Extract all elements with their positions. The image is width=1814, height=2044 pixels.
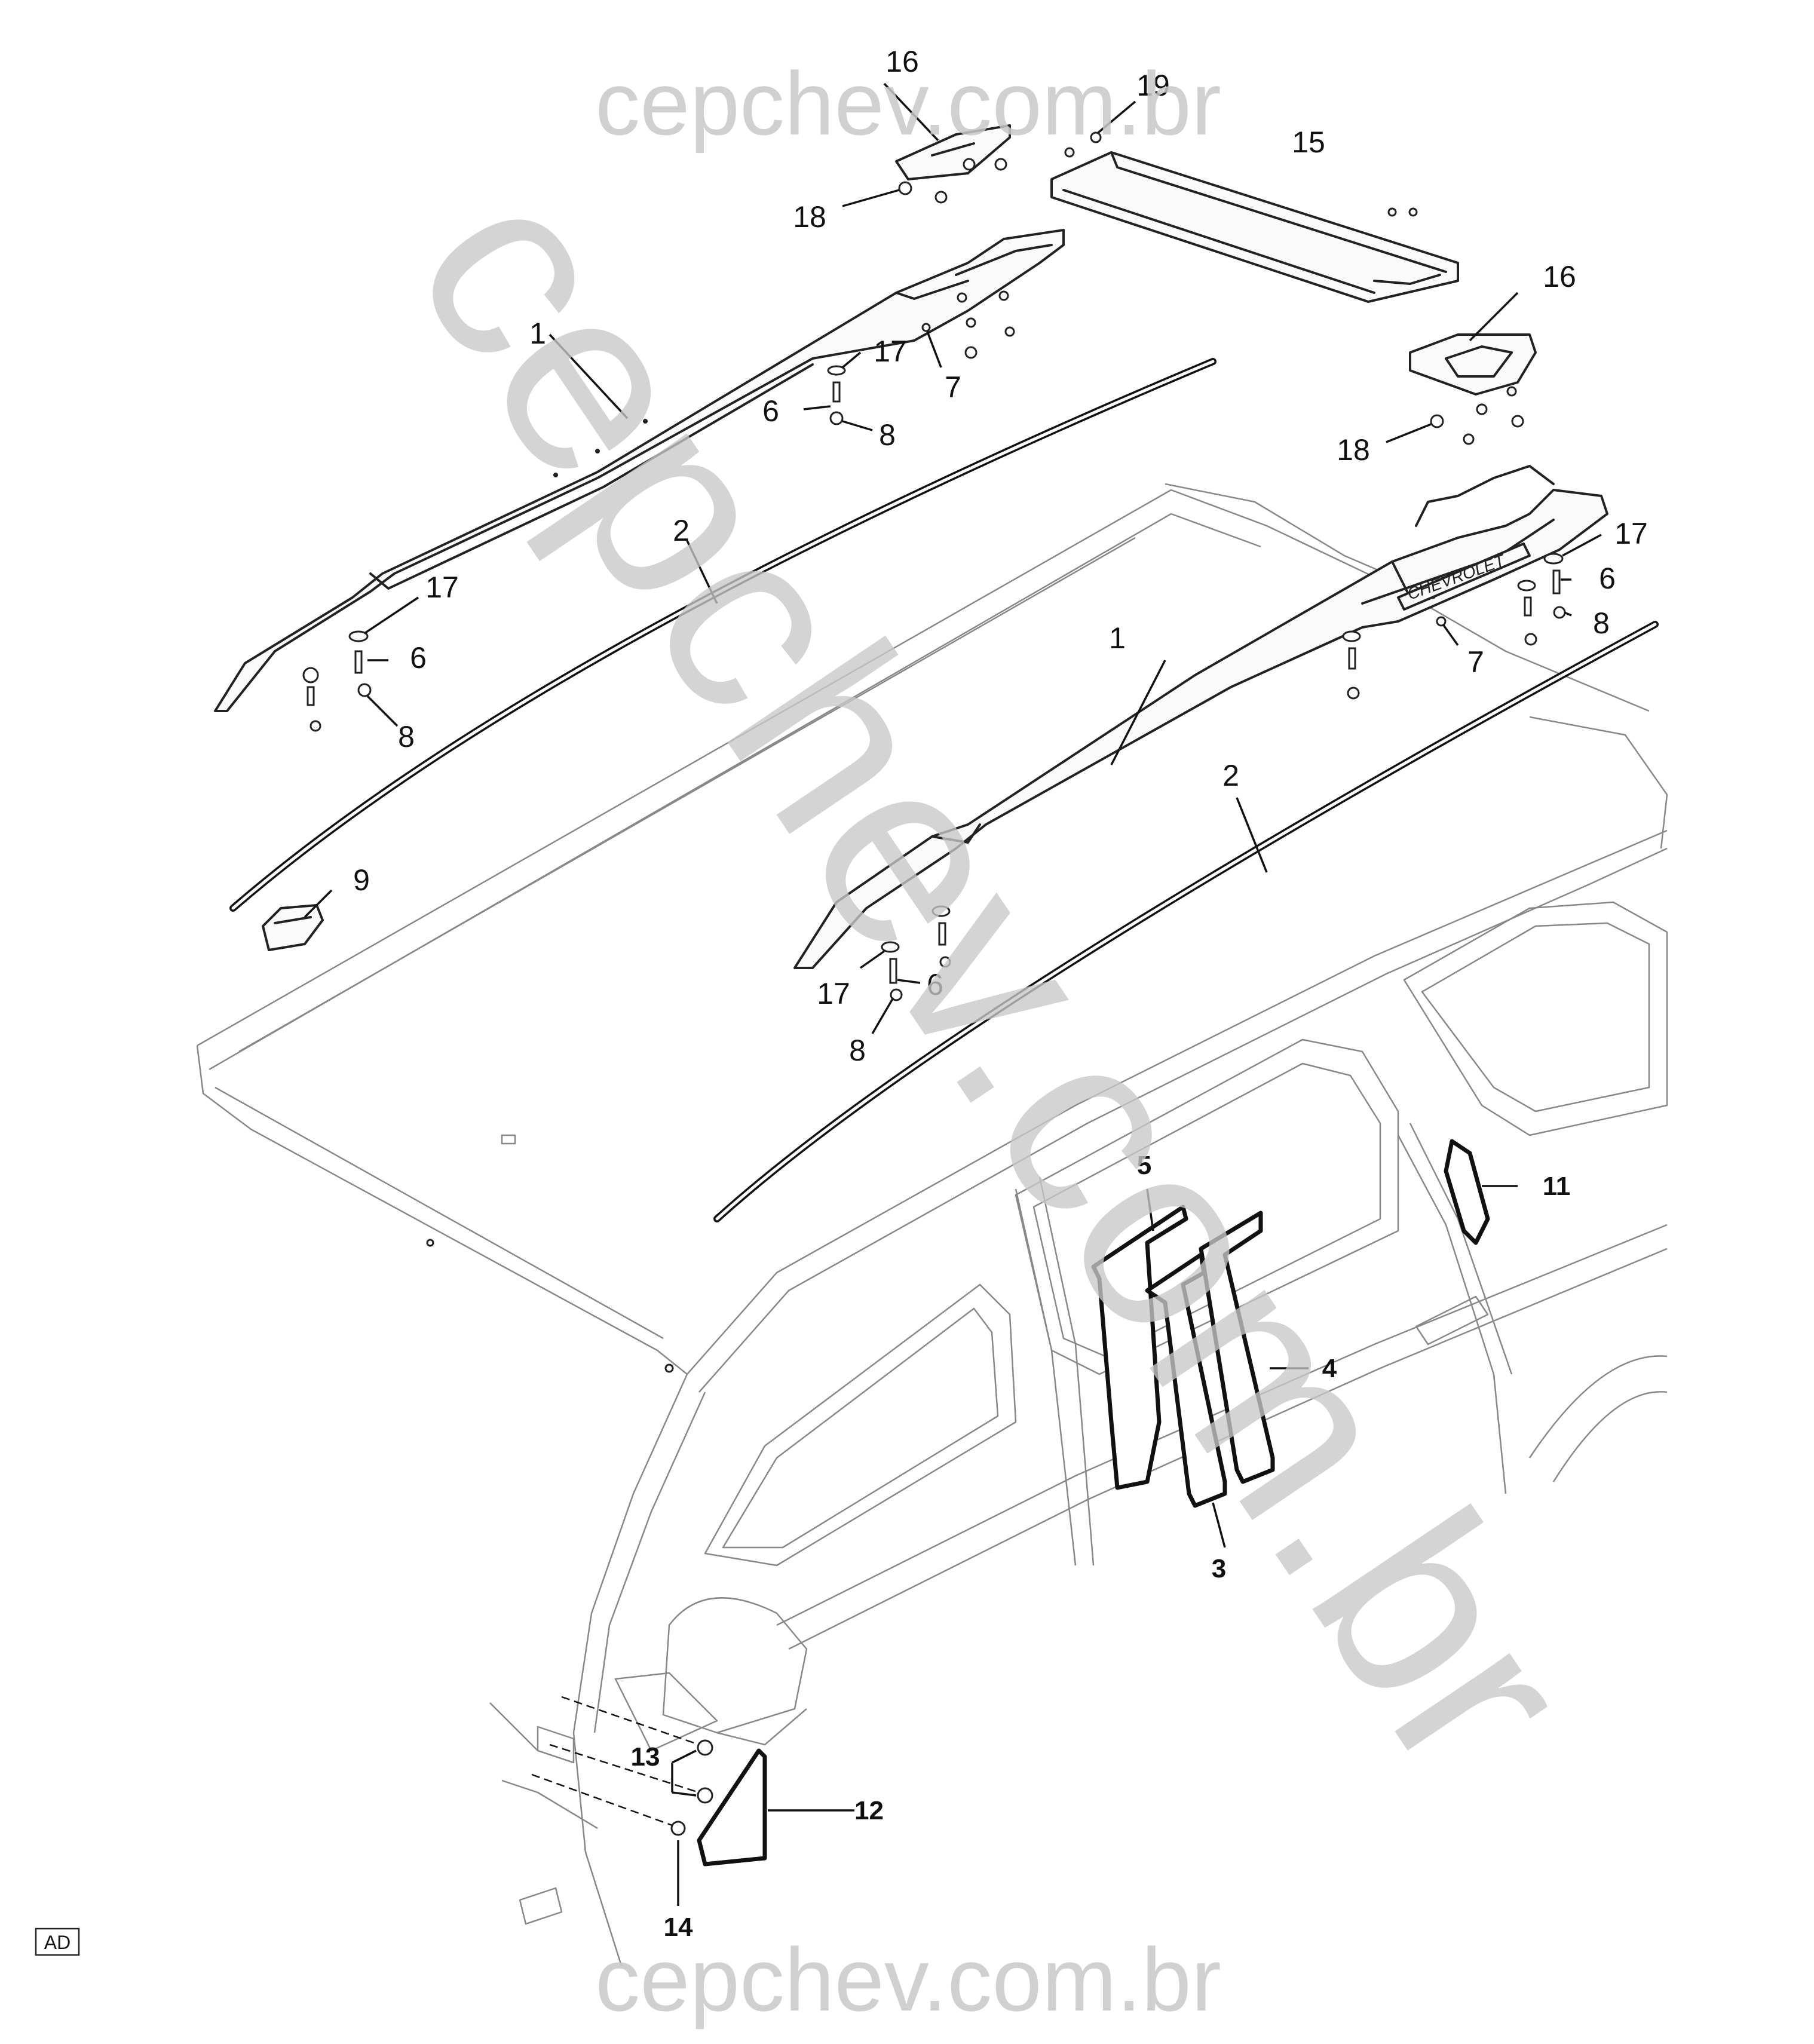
watermark-top: cepchev.com.br bbox=[595, 53, 1221, 154]
callout-fastener-6b: 6 bbox=[410, 641, 427, 675]
callout-bracket-9: 9 bbox=[353, 863, 370, 897]
callout-washer-17c: 17 bbox=[1614, 517, 1648, 550]
retainer-18b[interactable] bbox=[1430, 414, 1444, 428]
callout-end-cap-16a: 16 bbox=[885, 45, 919, 78]
washer-17a[interactable] bbox=[827, 365, 846, 376]
callout-applique-12: 12 bbox=[854, 1796, 884, 1825]
callout-bolt-7b: 7 bbox=[1467, 645, 1484, 679]
nut-8c[interactable] bbox=[1553, 606, 1566, 619]
callout-fastener-6c: 6 bbox=[1599, 562, 1616, 595]
corner-tag: AD bbox=[44, 1932, 71, 1953]
mirror-applique-12[interactable] bbox=[697, 1748, 767, 1867]
callout-bolt-7a: 7 bbox=[945, 370, 961, 404]
nut-13a[interactable] bbox=[697, 1739, 713, 1756]
corner-tag-box: AD bbox=[35, 1927, 80, 1956]
end-cap-upper[interactable] bbox=[895, 124, 1011, 180]
nut-8d[interactable] bbox=[890, 988, 903, 1001]
callout-crossbar-15: 15 bbox=[1292, 125, 1325, 159]
callout-fastener-6d: 6 bbox=[927, 968, 943, 1001]
nut-8b[interactable] bbox=[357, 683, 372, 697]
bolt-7a[interactable] bbox=[921, 323, 931, 332]
callout-nut-8a: 8 bbox=[879, 418, 896, 452]
callout-retainer-18a: 18 bbox=[793, 200, 826, 234]
callout-screw-19: 19 bbox=[1136, 69, 1170, 102]
callout-roof-rail-left: 1 bbox=[529, 317, 546, 350]
callout-roof-rail-right: 1 bbox=[1109, 621, 1126, 655]
callout-washer-17d: 17 bbox=[817, 977, 850, 1010]
nut-13b[interactable] bbox=[697, 1787, 713, 1804]
end-cap-lower[interactable] bbox=[1409, 333, 1537, 396]
callout-retainer-18b: 18 bbox=[1337, 433, 1370, 467]
callout-nut-8d: 8 bbox=[849, 1034, 866, 1067]
fastener-6a[interactable] bbox=[832, 381, 841, 403]
bracket[interactable] bbox=[262, 904, 324, 951]
callout-applique-11: 11 bbox=[1543, 1172, 1571, 1201]
watermark-bottom: cepchev.com.br bbox=[595, 1929, 1221, 2030]
leader-lines bbox=[304, 82, 1602, 1906]
callout-applique-4: 4 bbox=[1322, 1354, 1337, 1383]
callout-end-cap-16b: 16 bbox=[1543, 260, 1576, 293]
roof-rail-right[interactable] bbox=[793, 465, 1608, 969]
callout-washer-17a: 17 bbox=[874, 335, 907, 368]
callout-nut-13: 13 bbox=[631, 1742, 660, 1772]
fasteners bbox=[302, 131, 1566, 1836]
callout-applique-3: 3 bbox=[1212, 1554, 1226, 1583]
screw-14[interactable] bbox=[670, 1821, 686, 1836]
callout-washer-17b: 17 bbox=[425, 571, 459, 604]
mirror-stud-guides bbox=[531, 1696, 700, 1827]
pillar-applique-4[interactable] bbox=[1199, 1211, 1275, 1484]
callout-nut-8c: 8 bbox=[1593, 606, 1610, 640]
bolt-7b[interactable] bbox=[1436, 616, 1447, 627]
callout-screw-14: 14 bbox=[664, 1913, 693, 1942]
fastener-6b[interactable] bbox=[354, 650, 363, 674]
callout-seal-left: 2 bbox=[673, 514, 690, 547]
roof-rail-left[interactable] bbox=[214, 229, 1065, 712]
callout-applique-5: 5 bbox=[1137, 1151, 1151, 1180]
fastener-6c[interactable] bbox=[1552, 569, 1561, 594]
watermark-diagonal: cepchev.com.br bbox=[359, 134, 1630, 1821]
callout-seal-right: 2 bbox=[1222, 759, 1239, 792]
roof-seal-right[interactable] bbox=[713, 621, 1659, 1222]
quarter-applique-11[interactable] bbox=[1444, 1139, 1490, 1245]
screw-19[interactable] bbox=[1090, 131, 1102, 143]
roof-crossbar[interactable] bbox=[1050, 151, 1459, 303]
callout-fastener-6a: 6 bbox=[762, 394, 779, 428]
washer-17b[interactable] bbox=[348, 630, 369, 642]
callout-labels: 1 2 17 6 8 9 17 7 6 8 16 18 19 15 16 18 … bbox=[353, 45, 1648, 1942]
washer-17c[interactable] bbox=[1543, 553, 1564, 565]
pillar-applique-5[interactable] bbox=[1091, 1205, 1188, 1490]
nut-8a[interactable] bbox=[829, 411, 844, 425]
washer-17d[interactable] bbox=[881, 941, 900, 953]
roof-seal-left[interactable] bbox=[229, 358, 1217, 912]
retainer-18a[interactable] bbox=[898, 181, 912, 195]
vehicle-body-outline bbox=[196, 483, 1668, 1966]
callout-nut-8b: 8 bbox=[398, 720, 415, 753]
